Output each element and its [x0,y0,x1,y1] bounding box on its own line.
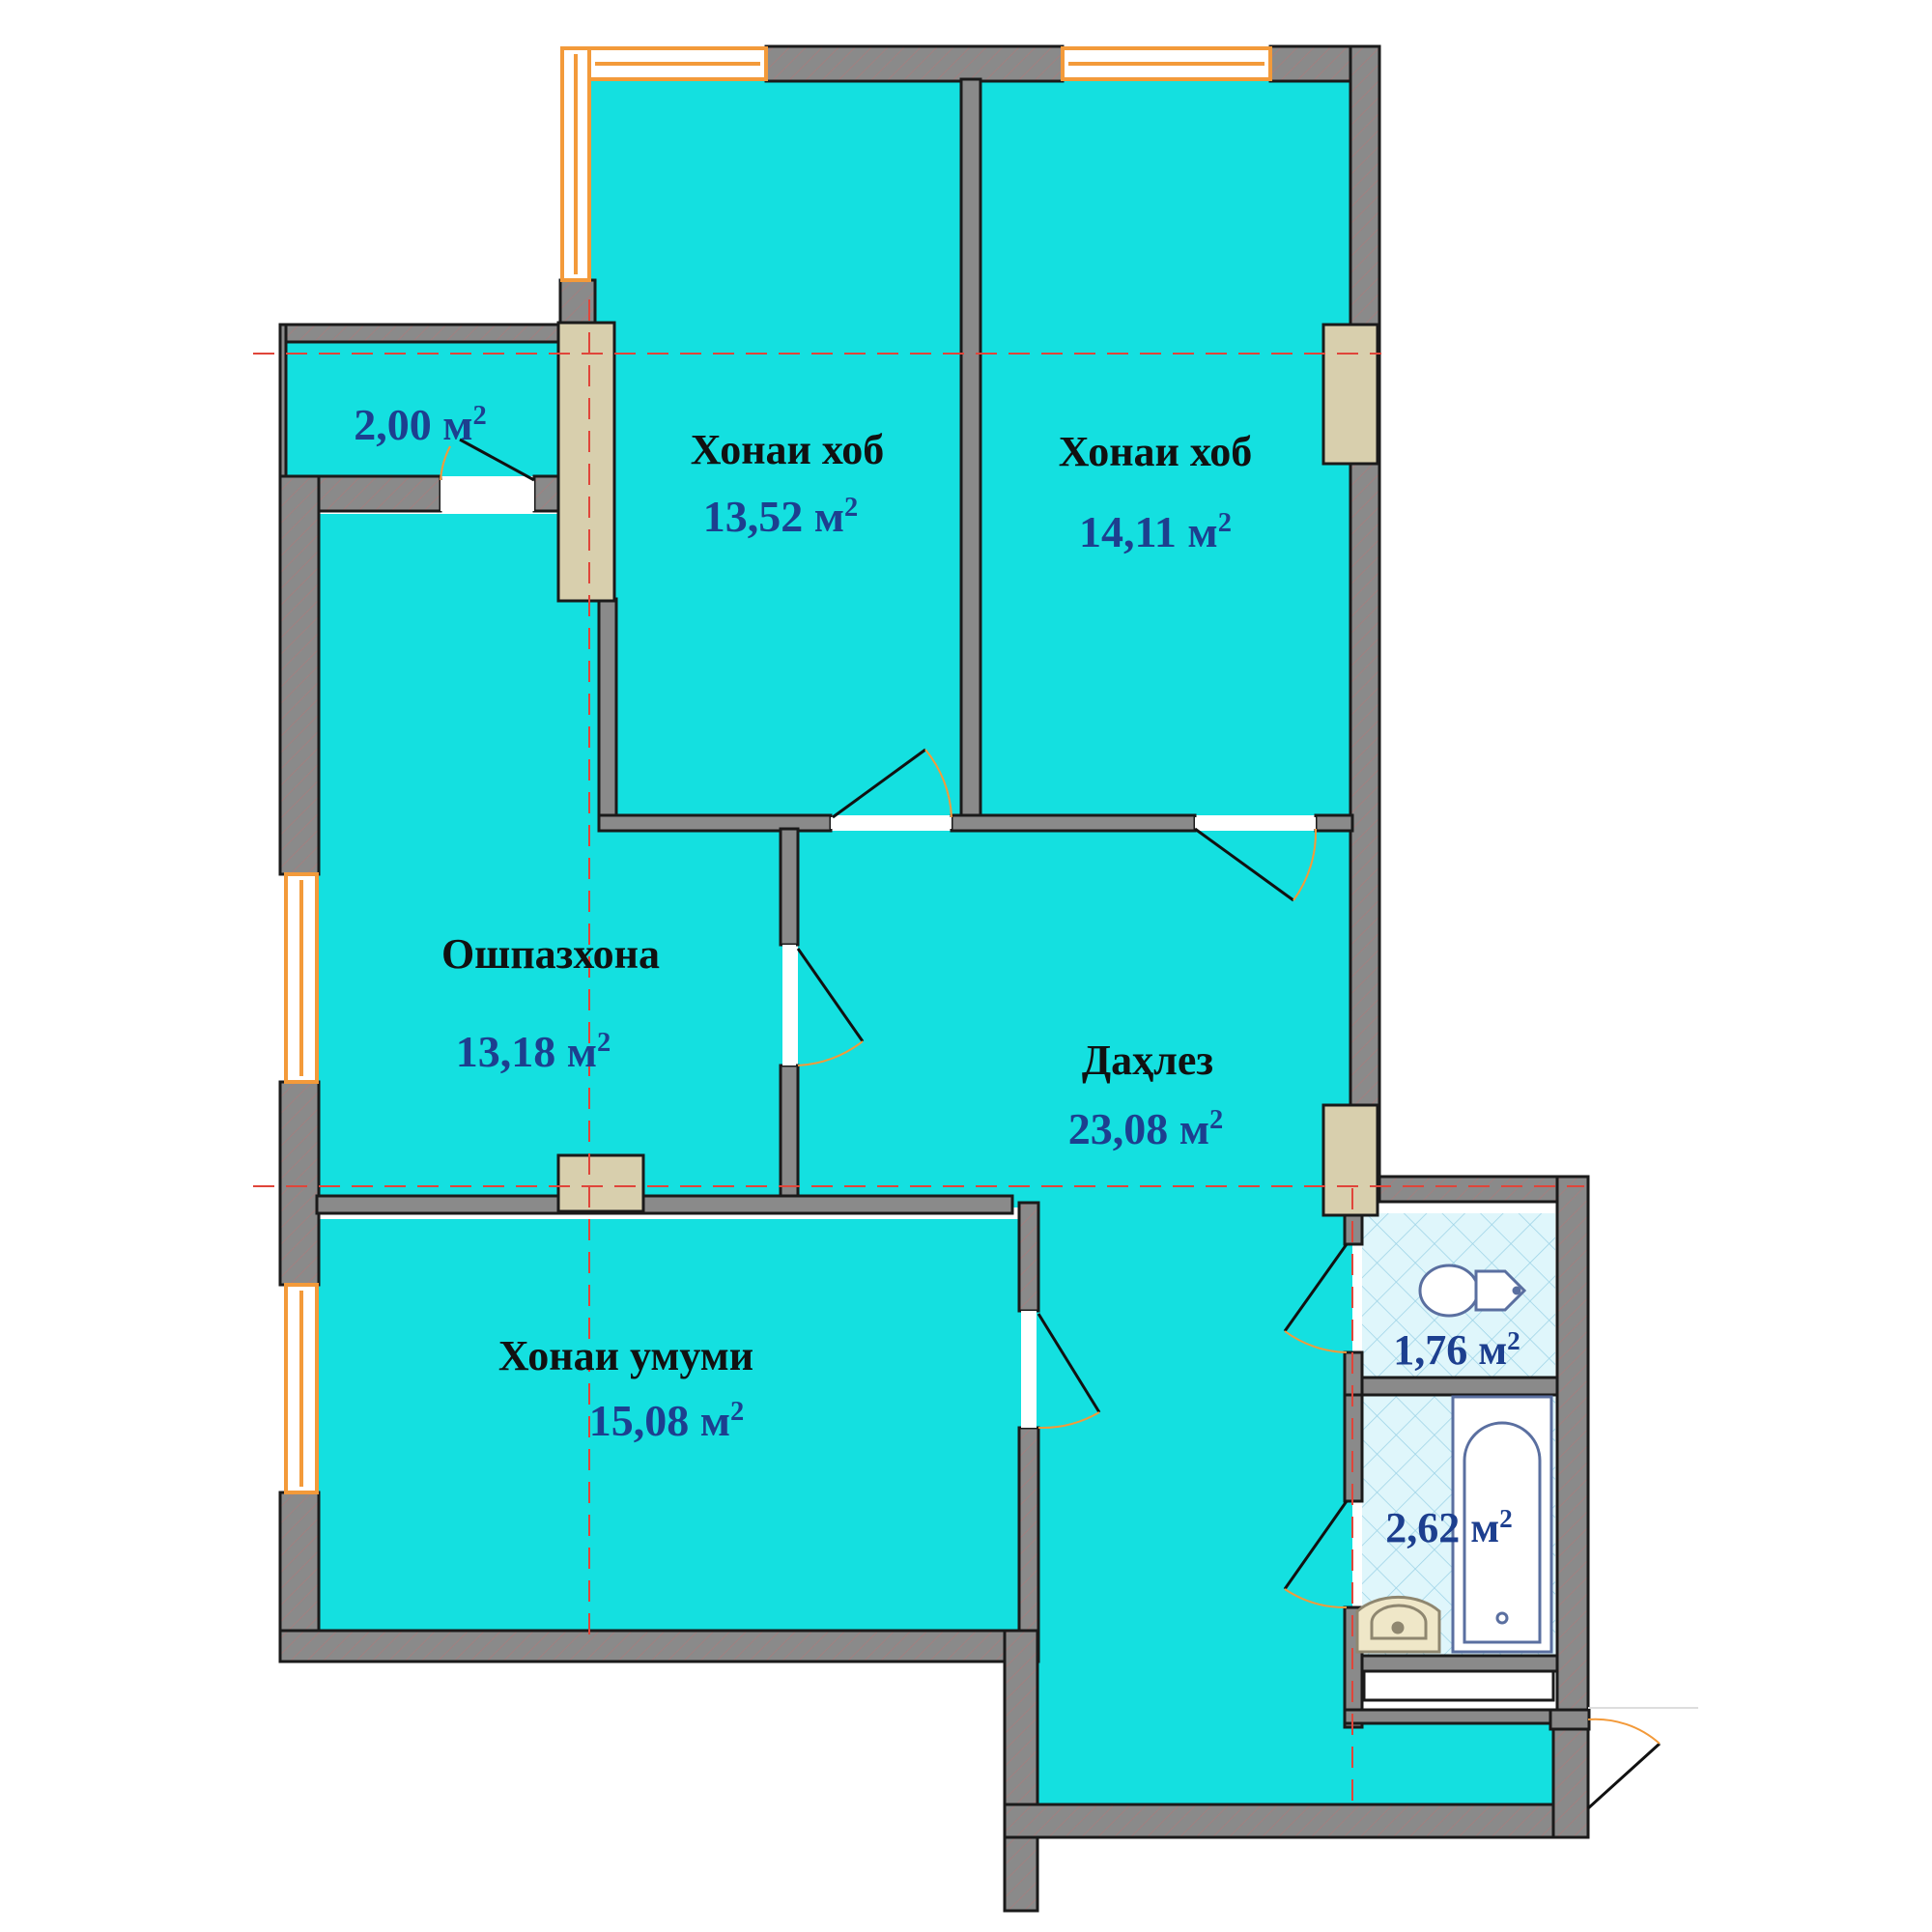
kitchen-floor [317,514,788,1196]
living-room-floor [317,1219,1022,1633]
door-openings [440,480,1316,1428]
bedroom-2-area: 14,11 м2 [1079,507,1232,556]
living-room-door [1037,1313,1101,1430]
wall [1378,1175,1590,1204]
wall [779,1064,800,1208]
wall [1003,1629,1039,1913]
room-floors [282,79,1555,1806]
bathtub-icon [1451,1395,1553,1654]
living-room-area: 15,08 м2 [589,1396,745,1445]
toilet-area: 1,76 м2 [1393,1326,1520,1374]
wall [278,1629,1040,1663]
wall [1349,44,1381,1179]
entrance-door [1586,1707,1698,1810]
toilet-icon [1418,1264,1527,1318]
wall [1017,1201,1040,1313]
wall [779,827,800,947]
kitchen-name: Ошпазхона [441,930,660,978]
wall [1343,1654,1559,1673]
hall-floor [798,831,1553,1806]
wall [278,1080,321,1287]
wall [1343,1376,1559,1397]
wall [1017,1426,1040,1634]
windows [284,46,1272,1494]
sink-icon [1355,1595,1441,1654]
bedroom-1-door [832,748,952,819]
kitchen-area: 13,18 м2 [456,1027,611,1076]
bathroom-area: 2,62 м2 [1385,1504,1513,1551]
wall [597,597,618,819]
wall [278,323,564,344]
vent-block [556,321,616,603]
bathroom-door [1283,1500,1349,1609]
bedroom-2-name: Хонаи хоб [1059,428,1252,475]
vent-block [556,1153,645,1213]
bedroom-2-floor [980,79,1352,815]
wall [1555,1175,1590,1719]
balcony-floor [282,341,559,476]
living-room-name: Хонаи умуми [498,1332,753,1379]
wall [1314,813,1354,833]
wall [278,474,321,876]
walls [278,44,1591,1913]
wall [278,323,288,481]
window-sill [1362,1669,1555,1702]
wall [950,813,1197,833]
axis-lines [253,299,1584,1806]
wall [315,1194,1014,1215]
balcony-door [440,438,535,482]
door-swings [440,438,1698,1810]
wall [959,77,982,820]
room-labels: Хонаи хоб 13,52 м2 Хонаи хоб 14,11 м2 2,… [354,400,1520,1551]
wall [764,44,1065,83]
wall [1551,1713,1590,1839]
bedroom-2-door [1194,827,1318,902]
toilet-door [1283,1243,1349,1353]
kitchen-door [796,948,865,1066]
vent-block [1321,1103,1379,1217]
balcony-area: 2,00 м2 [354,400,487,449]
bedroom-1-area: 13,52 м2 [703,492,859,541]
bedroom-1-name: Хонаи хоб [691,426,884,473]
wall [1548,1708,1591,1731]
wall [1003,1803,1590,1839]
hall-area: 23,08 м2 [1068,1104,1224,1153]
hall-name: Даҳлез [1082,1037,1213,1084]
vent-block [1321,323,1379,466]
ventilation-blocks [556,321,1379,1217]
